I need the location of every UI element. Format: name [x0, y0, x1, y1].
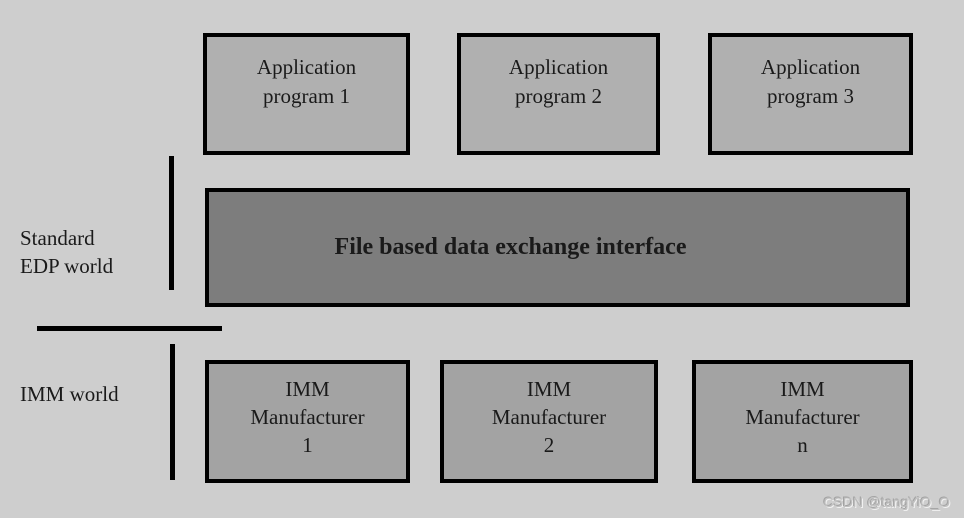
world-divider-line [37, 326, 222, 331]
imm-world-bracket-line [170, 344, 175, 480]
application-program-2-box: Application program 2 [457, 33, 660, 155]
application-program-1-box: Application program 1 [203, 33, 410, 155]
csdn-watermark: CSDN @tangYiO_O [823, 494, 950, 510]
application-program-3-box: Application program 3 [708, 33, 913, 155]
imm-world-label: IMM world [20, 382, 119, 406]
edp-world-label: Standard EDP world [20, 226, 114, 278]
edp-world-bracket-line [169, 156, 174, 290]
imm-manufacturer-1-box: IMM Manufacturer 1 [205, 360, 410, 483]
imm-manufacturer-n-box: IMM Manufacturer n [692, 360, 913, 483]
imm-manufacturer-2-box: IMM Manufacturer 2 [440, 360, 658, 483]
file-based-data-exchange-interface-box: File based data exchange interface [205, 188, 910, 307]
